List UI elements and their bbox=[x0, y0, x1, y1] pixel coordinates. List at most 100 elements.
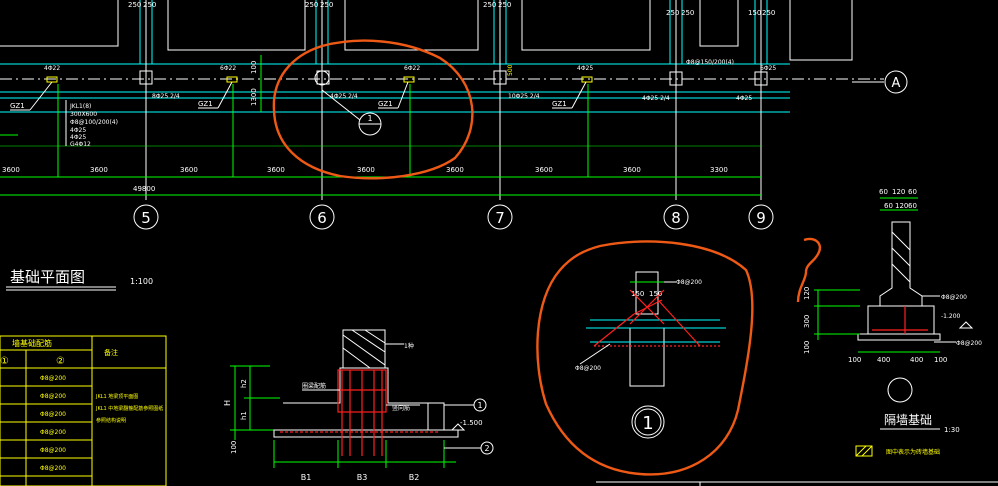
wall-dim: 60 bbox=[879, 188, 888, 196]
section-callout-number: 1 bbox=[367, 114, 372, 123]
beam-note-line: 4Φ25 bbox=[70, 134, 86, 141]
rebar-schedule: 墙基础配筋 ① ② 备注 Φ8@200 Φ8@200 Φ8@200 Φ8@200… bbox=[0, 335, 167, 486]
wall-callout-circle bbox=[887, 377, 913, 403]
node-dim-text: 150 bbox=[631, 290, 644, 298]
wall-hatch bbox=[364, 329, 386, 344]
wall-hatch bbox=[891, 231, 911, 251]
grid-label-5: 5 bbox=[141, 209, 151, 227]
dim-text: 100 bbox=[230, 441, 238, 454]
wall-dim: 120 bbox=[892, 188, 905, 196]
dim-text: 250 bbox=[762, 9, 775, 17]
dim-text: 150 bbox=[748, 9, 761, 17]
node-column bbox=[635, 271, 659, 315]
wall-outline bbox=[167, 0, 306, 51]
dim-text: 250 bbox=[305, 1, 318, 9]
schedule-header: 墙基础配筋 bbox=[12, 338, 52, 348]
wall-dim: 120 bbox=[895, 202, 908, 210]
dim-text: 250 bbox=[498, 1, 511, 9]
rebar-note: 8Φ25 2/4 bbox=[152, 93, 180, 100]
callout-circle bbox=[473, 398, 487, 412]
upper-wall-outlines bbox=[0, 0, 884, 83]
wall-footing-detail: 60 120 60 60 120 60 120 300 100 Φ8@200 -… bbox=[596, 188, 998, 486]
schedule-remark-header: 备注 bbox=[104, 348, 118, 357]
rebar-notes: 4Φ22 6Φ22 6Φ22 4Φ25 6Φ25 8Φ25 2/4 10Φ25 … bbox=[44, 59, 776, 106]
bay-dim: 3600 bbox=[535, 166, 553, 174]
wall-hatch bbox=[891, 247, 911, 267]
dim-text: 250 bbox=[666, 9, 679, 17]
node-callout-number: 1 bbox=[642, 413, 653, 434]
rebar-note: 6Φ22 bbox=[404, 65, 420, 72]
callout-number: 2 bbox=[484, 444, 489, 453]
bay-dim: 3600 bbox=[2, 166, 20, 174]
elevation-label: -1.500 bbox=[460, 419, 483, 427]
bay-dim: 3600 bbox=[267, 166, 285, 174]
bay-dim: 3600 bbox=[623, 166, 641, 174]
schedule-remark: 参照结构说明 bbox=[96, 417, 126, 424]
wall-outline bbox=[699, 0, 739, 47]
grid-label-9: 9 bbox=[756, 209, 766, 227]
rebar-note: 4Φ25 2/4 bbox=[642, 95, 670, 102]
wall-hatch bbox=[351, 329, 386, 353]
markup-circle-plan bbox=[272, 39, 474, 180]
node-rebar-label: Φ8@200 bbox=[676, 279, 702, 286]
beam-note: JKL1(8) 300X600 Φ8@100/200(4) 4Φ25 4Φ25 … bbox=[65, 100, 118, 148]
beam-band bbox=[0, 63, 884, 113]
overall-dim: 49800 bbox=[133, 185, 155, 193]
wall-elevation: -1.200 bbox=[941, 313, 961, 320]
schedule-cell: Φ8@200 bbox=[40, 375, 66, 382]
wall-footing-base bbox=[857, 333, 941, 341]
wall-type-label: 1种 bbox=[404, 342, 414, 350]
node-leader bbox=[579, 343, 611, 365]
plan-title: 基础平面图 bbox=[10, 268, 85, 286]
wall-outline bbox=[344, 0, 479, 51]
leader bbox=[29, 81, 53, 111]
wall-footing-title: 隔墙基础 bbox=[884, 413, 932, 427]
rebar-note: 6Φ25 bbox=[760, 65, 776, 72]
footing-step bbox=[427, 402, 445, 431]
rebar-note: 6Φ22 bbox=[220, 65, 236, 72]
grid-bubbles: 5 6 7 8 9 bbox=[133, 204, 774, 230]
rebar-note: 4Φ25 bbox=[577, 65, 593, 72]
schedule-col2: ② bbox=[56, 356, 65, 367]
grid-label-6: 6 bbox=[317, 209, 327, 227]
grid-bubble-5 bbox=[133, 204, 159, 230]
wall-dim: 60 bbox=[884, 202, 893, 210]
gz-label: GZ1 bbox=[552, 100, 567, 108]
axis-bubble-A bbox=[884, 70, 908, 94]
beam-note-line: 4Φ25 bbox=[70, 127, 86, 134]
wall-hatch bbox=[342, 334, 386, 366]
wall-hatch bbox=[891, 263, 911, 283]
wall-rebar-note: Φ8@200 bbox=[956, 340, 982, 347]
wall-left-dim-text: 120 bbox=[803, 287, 811, 300]
schedule-col1: ① bbox=[0, 356, 9, 367]
node-dim-text: 150 bbox=[649, 290, 662, 298]
dim-text-H: H bbox=[223, 400, 232, 406]
node-callout-inner bbox=[634, 408, 662, 436]
top-dimension-text: 250 250 250 250 250 250 250 250 150 250 bbox=[128, 1, 775, 17]
rebar-note: 4Φ25 2/4 bbox=[330, 93, 358, 100]
beam-note-line: G4Φ12 bbox=[70, 141, 91, 148]
legend-swatch bbox=[855, 445, 873, 457]
rebar-label: 竖向筋 bbox=[392, 404, 410, 412]
bay-dim: 3600 bbox=[446, 166, 464, 174]
schedule-remark: JKL1 地梁顶平面图 bbox=[95, 393, 138, 400]
dim-text: h1 bbox=[240, 411, 248, 420]
wall-outline bbox=[789, 0, 853, 61]
vertical-dim: 100 bbox=[250, 61, 258, 74]
dim-text: 250 bbox=[320, 1, 333, 9]
grid-lines bbox=[139, 0, 768, 200]
wall-left-dim-text: 100 bbox=[803, 341, 811, 354]
schedule-cell: Φ8@200 bbox=[40, 447, 66, 454]
legend-text: 图中表示为砖墙基础 bbox=[886, 448, 940, 456]
section-callout: 1 bbox=[314, 70, 382, 136]
rebar-label: 圈梁配筋 bbox=[302, 382, 326, 390]
grid-bubble-6 bbox=[309, 204, 335, 230]
grid-label-8: 8 bbox=[671, 209, 681, 227]
leader bbox=[571, 81, 587, 109]
leader bbox=[217, 81, 233, 109]
schedule-cell: Φ8@200 bbox=[40, 465, 66, 472]
legend-hatch bbox=[861, 445, 873, 457]
callout-circle bbox=[480, 441, 494, 455]
wall-outline bbox=[0, 0, 119, 47]
